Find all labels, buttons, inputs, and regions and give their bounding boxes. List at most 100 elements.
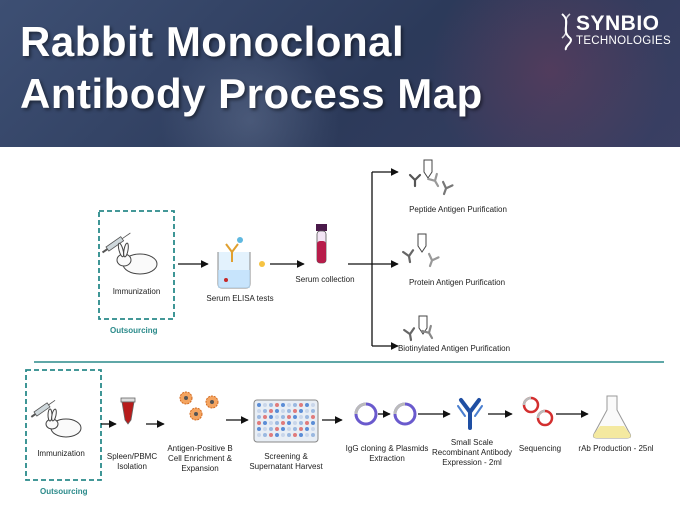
biotinylated-purification-label: Biotinylated Antigen Purification (397, 344, 511, 353)
outsourcing-box-top (98, 210, 175, 320)
antibody-icon (457, 398, 483, 430)
protein-purification-label: Protein Antigen Purification (408, 278, 506, 287)
plate-well (311, 433, 315, 437)
immunization-label-top: Immunization (112, 287, 161, 296)
spleen-isolation-label-line: Isolation (117, 462, 147, 471)
antibody-icon (438, 180, 454, 197)
plate-well (257, 415, 261, 419)
plate-well (299, 409, 303, 413)
spleen-isolation-label-line: Spleen/PBMC (106, 452, 158, 461)
plate-well (275, 409, 279, 413)
plate-well (287, 409, 291, 413)
syringe-icon (101, 232, 131, 254)
igg-cloning-label-line: IgG cloning & Plasmids (345, 444, 429, 453)
column-icon (423, 159, 433, 179)
plate-well (287, 421, 291, 425)
plate-well (275, 403, 279, 407)
header-banner: Rabbit Monoclonal Antibody Process Map S… (0, 0, 680, 147)
plate-well (263, 433, 267, 437)
plate-well (263, 403, 267, 407)
plate-well (287, 403, 291, 407)
dna-logo-icon (561, 13, 572, 51)
plate-well (305, 421, 309, 425)
plate-well (257, 433, 261, 437)
plate-well (263, 427, 267, 431)
plate-well (263, 415, 267, 419)
plate-well (263, 409, 267, 413)
microtube-icon (120, 397, 136, 425)
plate-well (287, 427, 291, 431)
plate-well (269, 421, 273, 425)
plate-well (287, 433, 291, 437)
plate-well (311, 427, 315, 431)
plate-well (281, 421, 285, 425)
serum-collection-label: Serum collection (295, 275, 355, 284)
plasmid-icon (354, 402, 378, 426)
plate-well (275, 433, 279, 437)
plate-well (305, 409, 309, 413)
spleen-isolation-label: Spleen/PBMC Isolation (102, 452, 162, 472)
plate-well (275, 415, 279, 419)
plate-well (293, 427, 297, 431)
antibody-icon (403, 327, 418, 342)
antigen-enrichment-label: Antigen-Positive B Cell Enrichment & Exp… (162, 444, 238, 474)
screening-label-line: Supernatant Harvest (249, 462, 323, 471)
plate-well (293, 433, 297, 437)
peptide-purification-label: Peptide Antigen Purification (409, 205, 507, 214)
antibody-icon (408, 173, 422, 188)
outsourcing-label-top: Outsourcing (110, 326, 158, 335)
plate-well (293, 415, 297, 419)
small-scale-expression-label: Small Scale Recombinant Antibody Express… (430, 438, 514, 468)
plate-well (299, 433, 303, 437)
b-cell-icon (179, 391, 219, 421)
plate-well (275, 421, 279, 425)
plate-well (281, 403, 285, 407)
plate-well (269, 409, 273, 413)
serum-elisa-label: Serum ELISA tests (206, 294, 274, 303)
antigen-enrichment-label-line: Antigen-Positive B (167, 444, 233, 453)
plate-well (269, 415, 273, 419)
antigen-enrichment-label-line: Expansion (181, 464, 219, 473)
plate-well (257, 421, 261, 425)
plate-well (311, 403, 315, 407)
logo-text-secondary: TECHNOLOGIES (576, 35, 671, 47)
plate-well (311, 415, 315, 419)
plate-well (257, 409, 261, 413)
page-title-line1: Rabbit Monoclonal (20, 18, 405, 65)
process-diagram (25, 159, 664, 481)
column-icon (417, 233, 427, 253)
rab-production-label: rAb Production - 25nl (578, 444, 654, 453)
outsourcing-box-bottom (25, 369, 102, 481)
plasmid-icon (522, 396, 554, 427)
plate-well (305, 427, 309, 431)
sequencing-label: Sequencing (518, 444, 562, 453)
plate-well (269, 403, 273, 407)
small-scale-expression-label-line: Small Scale (450, 438, 494, 447)
small-scale-expression-label-line: Expression - 2ml (442, 458, 502, 467)
plate-well (299, 427, 303, 431)
plate-well (281, 409, 285, 413)
plate-well (257, 403, 261, 407)
igg-cloning-label-line: Extraction (369, 454, 405, 463)
antibody-icon (402, 249, 417, 264)
antibody-icon (427, 172, 444, 190)
screening-label: Screening & Supernatant Harvest (244, 452, 328, 472)
syringe-icon (30, 399, 56, 418)
immunization-label-bottom: Immunization (37, 449, 85, 458)
plate-well (275, 427, 279, 431)
page-title-line2: Antibody Process Map (20, 70, 483, 117)
plate-well (281, 427, 285, 431)
igg-cloning-label: IgG cloning & Plasmids Extraction (340, 444, 434, 464)
plate-well (281, 433, 285, 437)
plate-well (287, 415, 291, 419)
rabbit-icon (116, 242, 158, 275)
antibody-icon (424, 252, 440, 269)
plate-well (311, 421, 315, 425)
plasmid-icon (393, 402, 417, 426)
logo-text-primary: SYNBIO (576, 12, 660, 35)
plate-well (305, 415, 309, 419)
plate-well (257, 427, 261, 431)
plate-well (305, 403, 309, 407)
plate-well (299, 403, 303, 407)
antigen-enrichment-label-line: Cell Enrichment & (167, 454, 233, 463)
